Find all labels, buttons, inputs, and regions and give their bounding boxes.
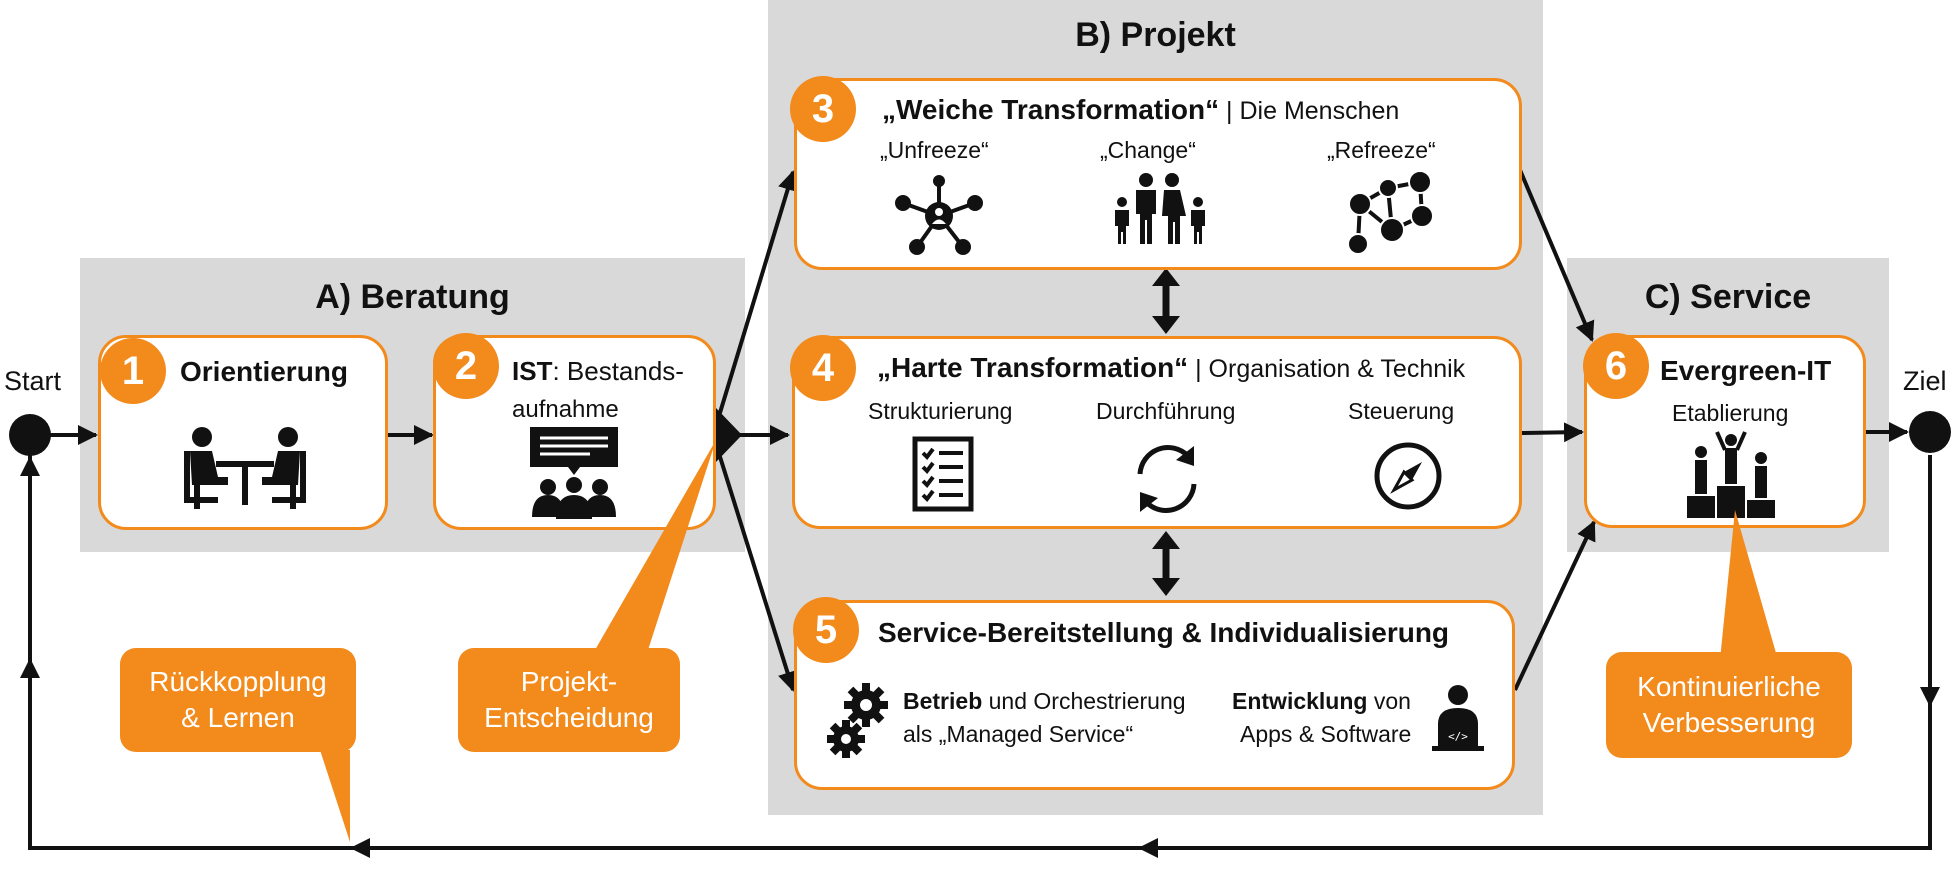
meeting-icon — [184, 427, 306, 509]
start-label: Start — [4, 366, 62, 396]
phase-refreeze-label: „Refreeze“ — [1327, 137, 1436, 163]
step-2-title-line2: aufnahme — [512, 396, 619, 423]
step-2-badge: 2 — [433, 333, 499, 399]
step-5-badge: 5 — [793, 597, 859, 663]
decision-callout: Projekt-Entscheidung — [458, 648, 680, 752]
section-service-title: C) Service — [1644, 278, 1812, 316]
cycle-arrows-icon — [1137, 445, 1197, 513]
end-label: Ziel — [1903, 366, 1947, 396]
compass-icon — [1374, 442, 1442, 510]
step-1-badge: 1 — [100, 338, 166, 404]
phase-change-label: „Change“ — [1100, 137, 1196, 163]
podium-winners-icon — [1687, 431, 1775, 518]
step-3-title: „Weiche Transformation“ | Die Menschen — [882, 94, 1400, 125]
step-5-betrieb-text-line2: als „Managed Service“ — [903, 721, 1134, 747]
network-hub-icon — [895, 175, 983, 255]
developer-laptop-icon: </> — [1432, 685, 1484, 751]
step-1-title: Orientierung — [180, 356, 349, 387]
phase-unfreeze-label: „Unfreeze“ — [880, 137, 989, 163]
step-2-title: IST: Bestands- — [512, 356, 684, 386]
section-beratung-title: A) Beratung — [315, 278, 510, 316]
phase-steuerung-label: Steuerung — [1348, 398, 1455, 424]
step-6-badge: 6 — [1583, 333, 1649, 399]
svg-text:</>: </> — [1448, 730, 1468, 743]
feedback-callout: Rückkopplung& Lernen — [120, 648, 356, 752]
phase-strukturierung-label: Strukturierung — [868, 398, 1013, 424]
step-4-badge: 4 — [790, 335, 856, 401]
step-6-subtitle: Etablierung — [1672, 400, 1789, 426]
presentation-audience-icon — [530, 427, 618, 519]
step-4-title: „Harte Transformation“ | Organisation & … — [877, 352, 1466, 383]
step-5-entwicklung-text-line2: Apps & Software — [1240, 721, 1412, 747]
step-6-title: Evergreen-IT — [1660, 355, 1832, 386]
connected-people-icon — [1347, 170, 1434, 255]
family-icon — [1115, 173, 1205, 244]
checklist-icon — [912, 436, 974, 512]
section-projekt-title: B) Projekt — [1075, 16, 1236, 54]
step-3-badge: 3 — [790, 76, 856, 142]
step-5-entwicklung-text: Entwicklung von — [1232, 688, 1411, 714]
step-5-title: Service-Bereitstellung & Individualisier… — [878, 617, 1450, 648]
step-service-bereitstellung-box — [794, 600, 1515, 790]
gears-icon — [827, 683, 888, 758]
step-5-betrieb-text: Betrieb und Orchestrierung — [903, 688, 1186, 714]
phase-durchfuehrung-label: Durchführung — [1096, 398, 1236, 424]
